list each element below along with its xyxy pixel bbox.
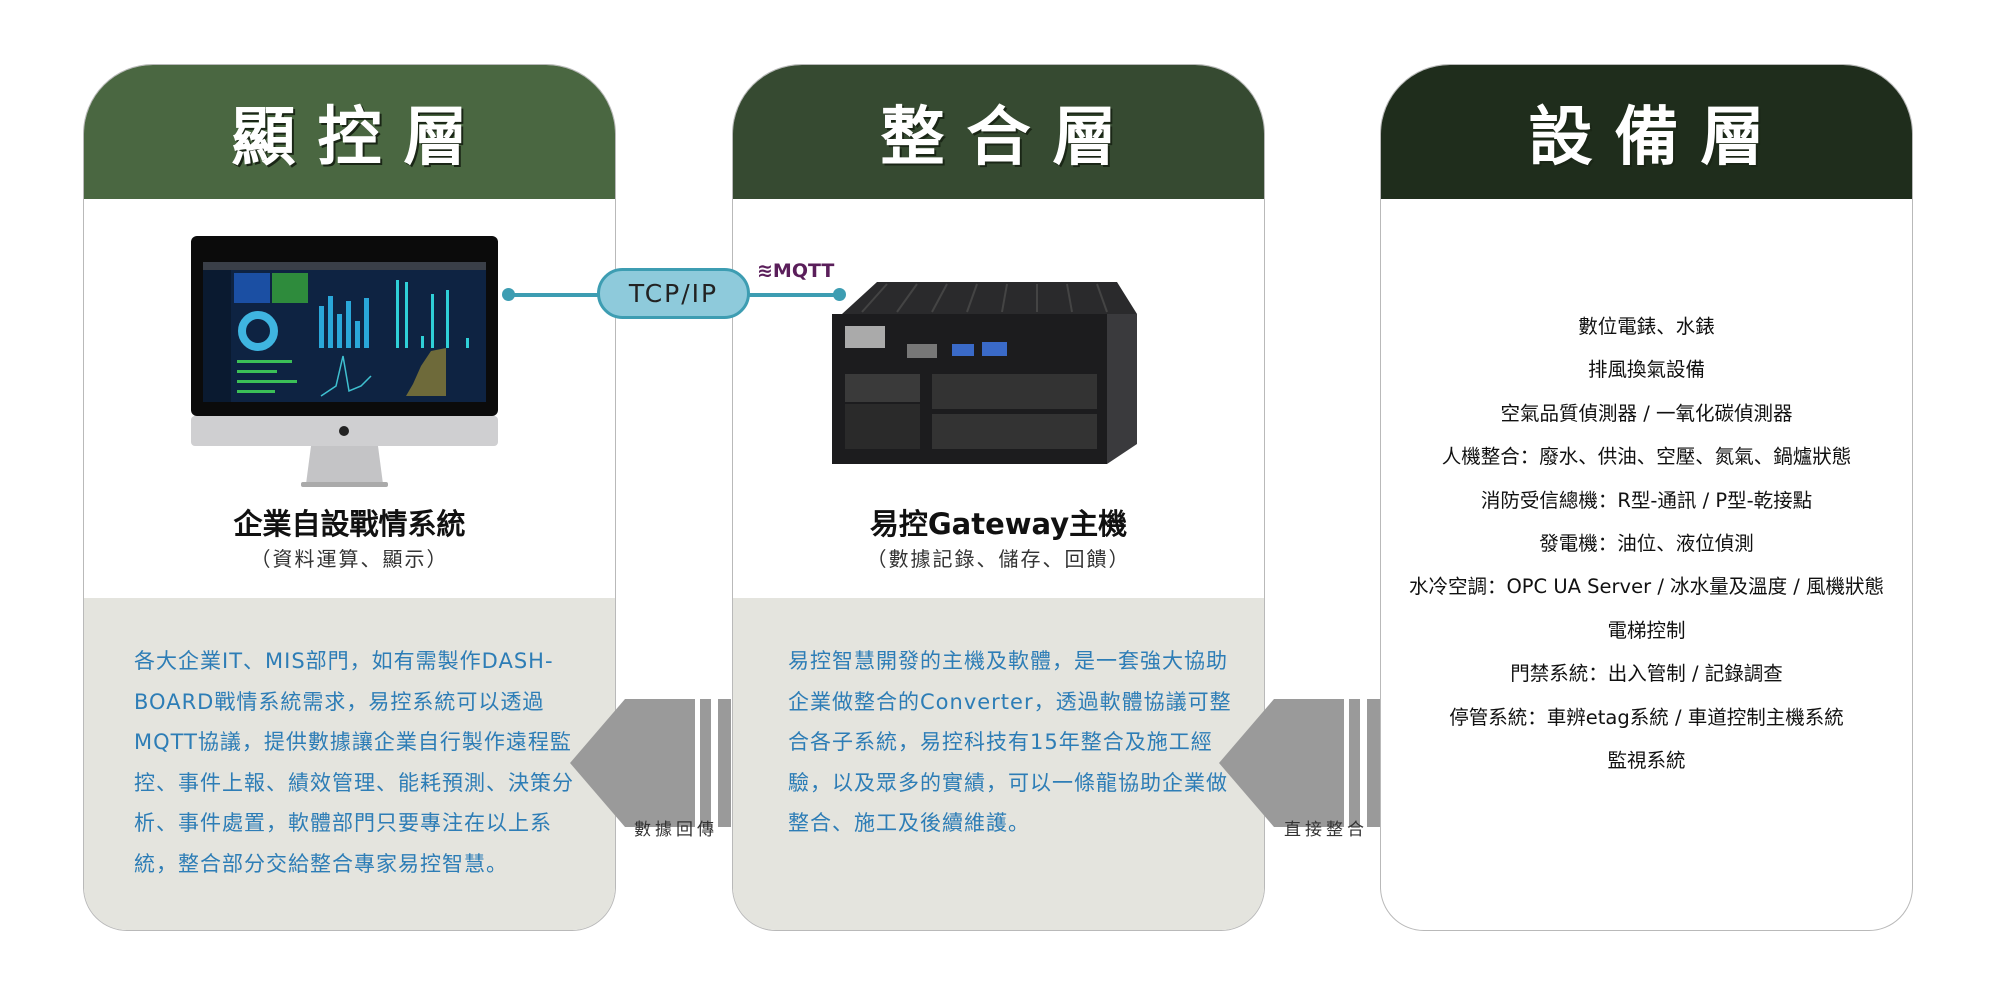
integration-layer-description: 易控智慧開發的主機及軟體，是一套強大協助企業做整合的Converter，透過軟體…	[788, 649, 1232, 835]
list-item: 監視系統	[1607, 749, 1686, 773]
device-list: 數位電錶、水錶 排風換氣設備 空氣品質偵測器 / 一氧化碳偵測器 人機整合：廢水…	[1381, 305, 1912, 782]
list-item: 排風換氣設備	[1587, 358, 1705, 382]
signal-icon: ≋	[757, 260, 773, 282]
connector-line-left	[512, 293, 600, 297]
integration-layer-title: 易控Gateway主機	[869, 507, 1128, 541]
integration-layer-header: 整合層	[733, 65, 1264, 199]
data-return-arrow	[570, 699, 731, 827]
data-return-label: 數據回傳	[634, 820, 718, 840]
display-layer-header: 顯控層	[84, 65, 615, 199]
connector-line-right	[748, 293, 840, 297]
tcp-ip-label: TCP/IP	[597, 268, 750, 319]
mqtt-logo: ≋MQTT	[757, 260, 834, 282]
display-layer-description: 各大企業IT、MIS部門，如有需製作DASH-BOARD戰情系統需求，易控系統可…	[134, 649, 574, 876]
direct-integration-arrow	[1219, 699, 1380, 827]
display-layer-subtitle: （資料運算、顯示）	[250, 547, 449, 571]
mqtt-logo-text: MQTT	[772, 260, 835, 282]
device-layer-header: 設備層	[1381, 65, 1912, 199]
direct-integration-label: 直接整合	[1284, 820, 1368, 840]
list-item: 停管系統：車辨etag系統 / 車道控制主機系統	[1449, 705, 1844, 729]
display-layer-card: 顯控層 企業自設戰情系統 （資料運算、顯示） 各大企業IT、MIS部門，如有需製…	[83, 64, 616, 931]
list-item: 數位電錶、水錶	[1578, 315, 1715, 338]
device-layer-card: 設備層 數位電錶、水錶 排風換氣設備 空氣品質偵測器 / 一氧化碳偵測器 人機整…	[1380, 64, 1913, 931]
list-item: 電梯控制	[1607, 618, 1686, 642]
monitor-dashboard-image	[191, 236, 498, 487]
list-item: 空氣品質偵測器 / 一氧化碳偵測器	[1500, 401, 1793, 425]
list-item: 人機整合：廢水、供油、空壓、氮氣、鍋爐狀態	[1441, 445, 1852, 469]
integration-layer-card: 整合層 易控Gateway主機 （數據記錄、儲存、回饋） 易控智慧開發的主機及軟…	[732, 64, 1265, 931]
connector-dot-right	[833, 288, 846, 301]
gateway-device-image	[832, 282, 1137, 464]
description-panel	[84, 598, 615, 930]
description-panel	[733, 598, 1264, 930]
list-item: 發電機：油位、液位偵測	[1539, 532, 1754, 556]
connector-dot-left	[502, 288, 515, 301]
display-layer-title: 企業自設戰情系統	[233, 507, 466, 541]
list-item: 門禁系統：出入管制 / 記錄調查	[1510, 662, 1783, 686]
integration-layer-subtitle: （數據記錄、儲存、回饋）	[866, 547, 1131, 571]
list-item: 消防受信總機：R型-通訊 / P型-乾接點	[1480, 488, 1813, 512]
list-item: 水冷空調：OPC UA Server / 冰水量及溫度 / 風機狀態	[1408, 575, 1885, 599]
